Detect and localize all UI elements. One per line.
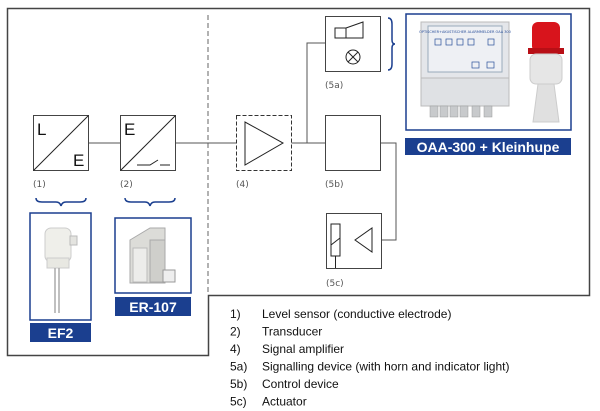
brace-5a — [387, 17, 396, 71]
amplifier-triangle-icon — [244, 121, 285, 166]
product-label-oaa300: OAA-300 + Kleinhupe — [417, 139, 560, 155]
legend-number: 2) — [230, 325, 241, 339]
block-label: (5a) — [325, 81, 343, 91]
actuator-triangle-icon — [354, 227, 373, 253]
symbol-E: E — [73, 151, 84, 170]
legend: 1) Level sensor (conductive electrode) 2) T… — [230, 307, 509, 409]
block-actuator: (5c) — [326, 213, 382, 289]
block-label: (2) — [120, 180, 133, 190]
legend-text: Actuator — [262, 395, 307, 409]
legend-number: 4) — [230, 342, 241, 356]
legend-number: 1) — [230, 307, 241, 321]
ef2-electrode-image — [44, 227, 78, 313]
block-label: (5b) — [325, 180, 343, 190]
legend-text: Transducer — [262, 325, 322, 339]
block-signal-amplifier: (4) — [236, 115, 292, 190]
legend-number: 5a) — [230, 360, 247, 374]
block-control-device: (5b) — [325, 115, 381, 190]
connections — [88, 42, 397, 241]
block-label: (1) — [33, 180, 46, 190]
block-transducer: E (2) — [120, 115, 176, 190]
panel-text: OPTISCHER+AKUSTISCHER ALARMMELDER OAA 30… — [419, 30, 511, 34]
legend-text: Control device — [262, 377, 339, 391]
legend-text: Signalling device (with horn and indicat… — [262, 360, 509, 374]
er107-module-image — [129, 227, 176, 284]
product-label-ef2: EF2 — [48, 325, 74, 341]
brace-er107 — [124, 197, 176, 207]
switch-icon — [137, 159, 170, 166]
horn-icon — [334, 21, 364, 39]
lamp-icon — [345, 49, 361, 65]
legend-number: 5c) — [230, 395, 247, 409]
product-er107: ER-107 — [114, 217, 192, 316]
oaa-alarm-panel-image: OPTISCHER+AKUSTISCHER ALARMMELDER OAA 30… — [419, 21, 511, 118]
symbol-E: E — [124, 120, 135, 139]
legend-text: Level sensor (conductive electrode) — [262, 307, 451, 321]
oaa-horn-beacon-image — [528, 22, 564, 123]
block-label: (4) — [236, 180, 249, 190]
outer-frame — [6, 7, 591, 357]
block-label: (5c) — [326, 279, 344, 289]
legend-text: Signal amplifier — [262, 342, 344, 356]
product-ef2: EF2 — [29, 212, 92, 342]
relay-icon — [330, 223, 341, 268]
legend-number: 5b) — [230, 377, 247, 391]
product-oaa300: OPTISCHER+AKUSTISCHER ALARMMELDER OAA 30… — [405, 13, 572, 155]
symbol-L: L — [37, 120, 46, 139]
block-signalling-device: (5a) — [325, 16, 396, 91]
block-level-sensor: L E (1) — [33, 115, 89, 190]
brace-ef2 — [35, 197, 87, 207]
product-label-er107: ER-107 — [129, 299, 177, 315]
